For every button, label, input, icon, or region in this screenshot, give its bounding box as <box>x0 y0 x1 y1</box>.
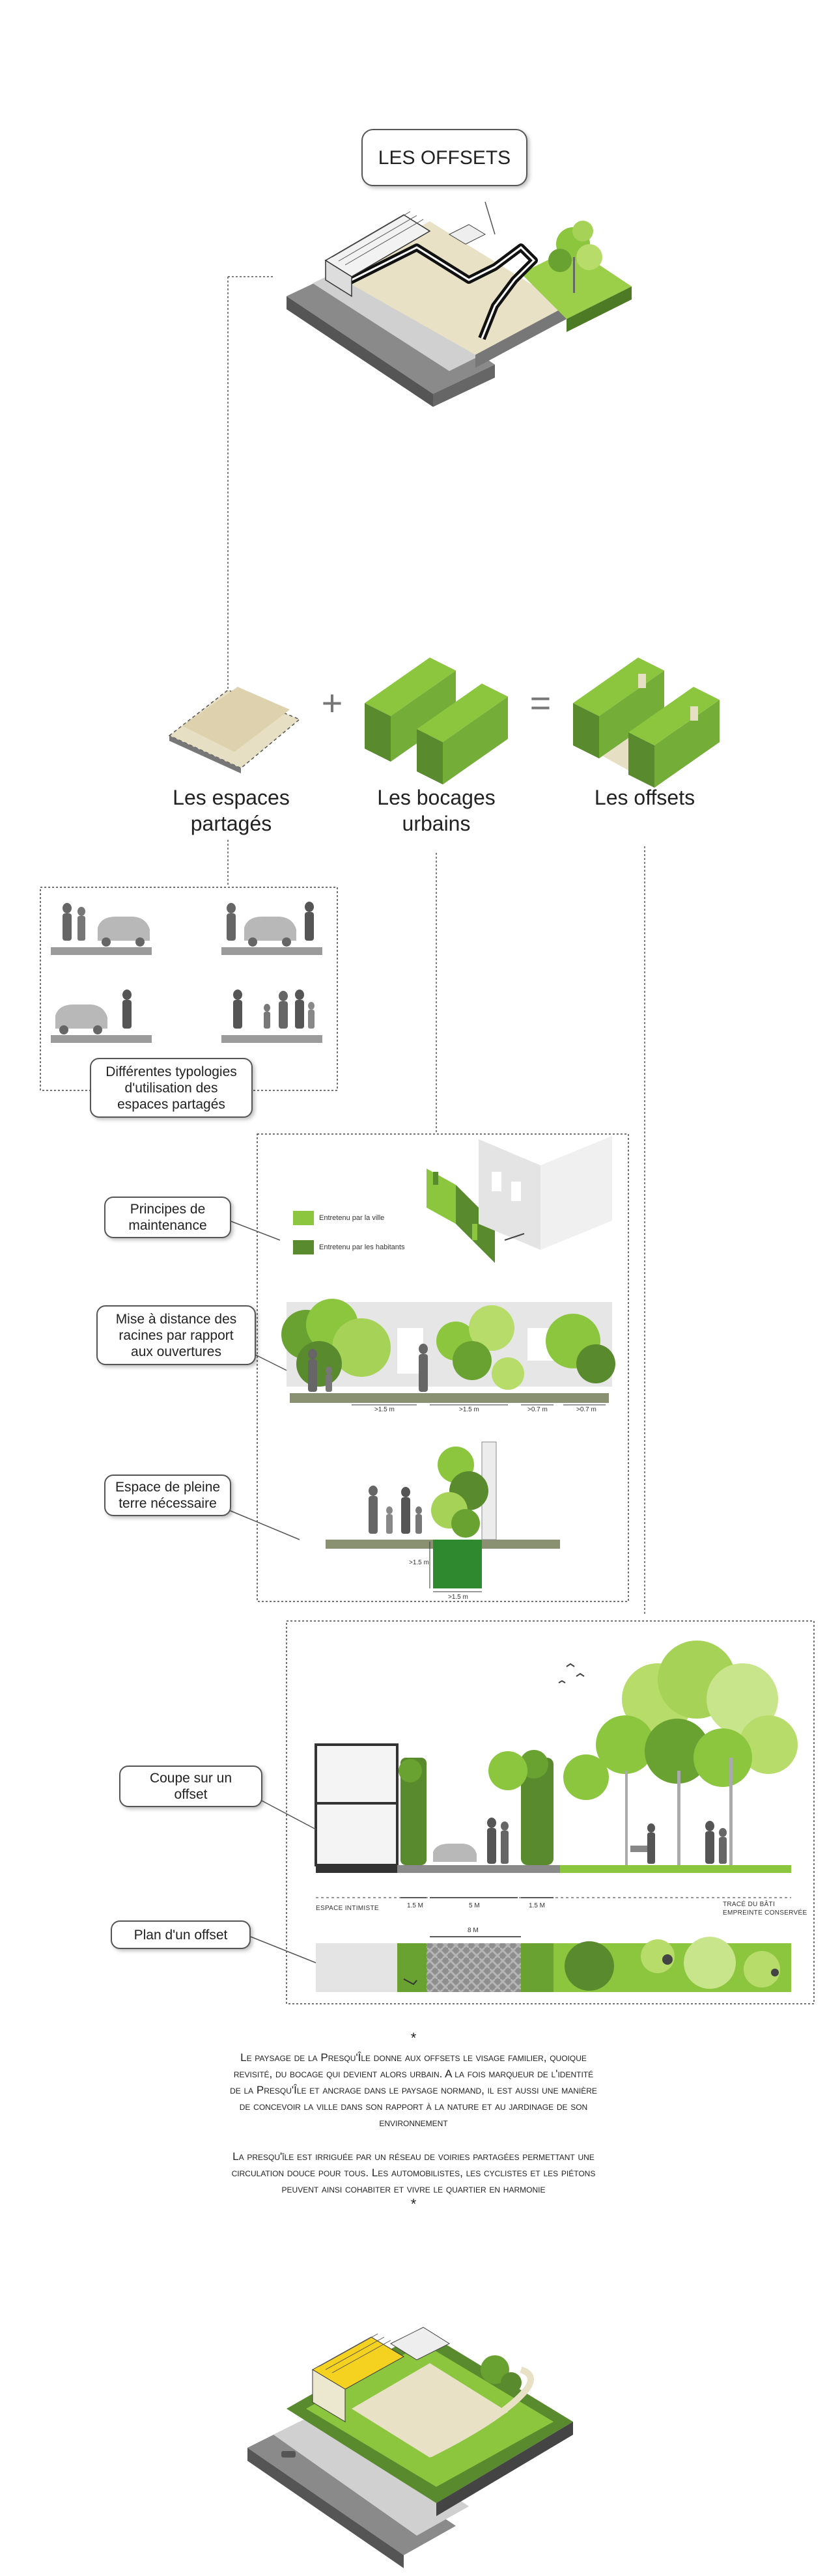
tail-coupe <box>260 1799 316 1830</box>
typologies-line3: espaces partagés <box>117 1096 225 1112</box>
plan-callout: Plan d'un offset <box>111 1920 251 1949</box>
title-callout-tail <box>484 201 496 235</box>
label-bocages-urbains: Les bocages urbains <box>355 784 518 837</box>
label-espaces-partages: Les espaces partagés <box>150 784 313 837</box>
bocages-urbains-icon <box>365 658 508 784</box>
tail-racines <box>253 1353 287 1371</box>
legend-swatch-ville <box>293 1211 314 1225</box>
tail-plan <box>250 1936 316 1963</box>
racines-illustration <box>281 1299 615 1406</box>
pleine-terre-callout: Espace de pleine terre nécessaire <box>104 1475 231 1516</box>
p2-line3: peuvent ainsi cohabiter et vivre le quar… <box>281 2183 546 2195</box>
typology-2 <box>221 902 322 955</box>
coupe-callout: Coupe sur un offset <box>119 1766 262 1807</box>
coupe-left-label: Espace intimiste <box>316 1905 379 1912</box>
tail-pleine-terre <box>229 1510 300 1540</box>
espaces-line1: Les espaces <box>173 786 290 809</box>
pleine-terre-dim-h: >1.5 m <box>448 1594 468 1601</box>
coupe-line1: Coupe sur un <box>149 1771 232 1786</box>
p1-line3: de la Presqu'Île et ancrage dans le pays… <box>230 2084 597 2096</box>
coupe-dim-2: 5 M <box>469 1902 480 1909</box>
maintenance-line1: Principes de <box>130 1202 206 1217</box>
coupe-right-label-1: Tracé du bâti <box>723 1901 776 1908</box>
racines-line2: racines par rapport <box>119 1327 234 1343</box>
typologies-line1: Différentes typologies <box>105 1064 237 1079</box>
label-offsets: Les offsets <box>563 784 726 810</box>
racines-dim-3: >0.7 m <box>527 1406 548 1413</box>
maintenance-illustration <box>427 1136 612 1263</box>
pleine-terre-line2: terre nécessaire <box>119 1496 217 1511</box>
p2-line1: La presqu'île est irriguée par un réseau… <box>232 2150 595 2163</box>
racines-dim-4: >0.7 m <box>576 1406 596 1413</box>
p2-line2: circulation douce pour tous. Les automob… <box>231 2167 596 2179</box>
bocages-line1: Les bocages <box>377 786 496 809</box>
p1-line1: Le paysage de la Presqu'Île donne aux of… <box>240 2051 587 2064</box>
pleine-terre-dim-v: >1.5 m <box>409 1559 429 1566</box>
legend-habitants-label: Entretenu par les habitants <box>319 1243 405 1251</box>
coupe-plan-frame <box>286 1620 815 2004</box>
typology-1 <box>51 903 152 955</box>
plus-sign: + <box>321 682 343 723</box>
racines-dim-2: >1.5 m <box>459 1406 479 1413</box>
tail-maintenance <box>229 1220 281 1241</box>
typology-4 <box>221 990 322 1043</box>
racines-line1: Mise à distance des <box>115 1311 237 1327</box>
plan-callout-text: Plan d'un offset <box>133 1927 228 1943</box>
espaces-line2: partagés <box>190 812 272 835</box>
espaces-partages-icon <box>168 687 301 773</box>
maintenance-callout: Principes de maintenance <box>104 1197 231 1238</box>
typology-3 <box>51 990 152 1043</box>
coupe-section <box>315 1641 798 1898</box>
coupe-dim-3: 1.5 M <box>529 1902 546 1909</box>
maintenance-frame <box>257 1133 629 1602</box>
coupe-right-label-2: empreinte conservée <box>723 1909 807 1917</box>
offsets-line1: Les offsets <box>594 786 695 809</box>
paragraph-2: La presqu'île est irriguée par un réseau… <box>195 2148 632 2197</box>
offsets-icon <box>573 658 720 788</box>
bottom-axonometric <box>247 2327 573 2568</box>
legend-swatch-habitants <box>293 1240 314 1254</box>
star-separator-2: * <box>410 2196 417 2212</box>
paragraph-1: Le paysage de la Presqu'Île donne aux of… <box>195 2049 632 2131</box>
p1-line4: de concevoir la ville dans son rapport à… <box>239 2100 588 2112</box>
coupe-dim-1: 1.5 M <box>407 1902 424 1909</box>
racines-line3: aux ouvertures <box>131 1344 221 1359</box>
p1-line2: revisité, du bocage qui devient alors ur… <box>233 2068 594 2080</box>
top-axonometric <box>287 211 632 407</box>
title-text: LES OFFSETS <box>378 146 511 169</box>
p1-line5: environnement <box>379 2116 448 2129</box>
pleine-terre-line1: Espace de pleine <box>115 1480 221 1495</box>
legend-ville-label: Entretenu par la ville <box>319 1214 385 1222</box>
star-separator-1: * <box>410 2030 417 2046</box>
racines-callout: Mise à distance des racines par rapport … <box>96 1305 256 1365</box>
typologies-callout: Différentes typologies d'utilisation des… <box>90 1058 253 1118</box>
plan-section <box>316 1936 791 1992</box>
racines-dim-1: >1.5 m <box>374 1406 395 1413</box>
title-callout: LES OFFSETS <box>361 129 527 186</box>
equals-sign: = <box>529 682 552 723</box>
bocages-line2: urbains <box>402 812 471 835</box>
coupe-line2: offset <box>174 1787 208 1802</box>
plan-dim: 8 M <box>468 1927 479 1934</box>
maintenance-line2: maintenance <box>128 1218 207 1233</box>
pleine-terre-illustration <box>326 1441 560 1592</box>
typologies-line2: d'utilisation des <box>124 1080 218 1096</box>
